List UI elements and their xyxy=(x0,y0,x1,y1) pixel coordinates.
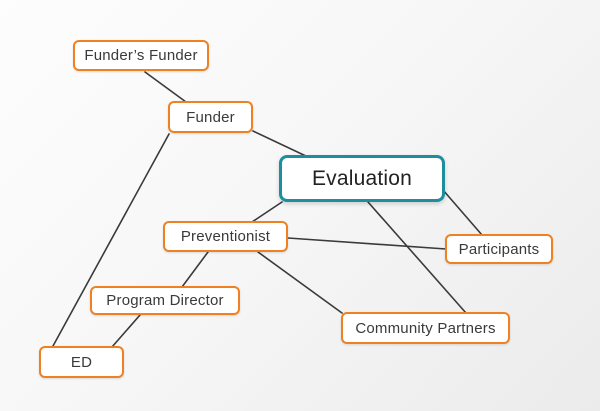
node-funders-funder: Funder’s Funder xyxy=(73,40,209,71)
edge-preventionist-participants xyxy=(287,237,447,250)
edge-funder-ed xyxy=(52,133,170,347)
node-funders-funder-label: Funder’s Funder xyxy=(84,47,198,64)
edge-preventionist-program-director xyxy=(181,251,209,288)
edge-funders-funder-funder xyxy=(144,71,187,103)
node-preventionist: Preventionist xyxy=(163,221,288,252)
edge-evaluation-community-partners xyxy=(367,201,467,314)
node-program-director: Program Director xyxy=(90,286,240,315)
node-participants: Participants xyxy=(445,234,553,264)
edge-funder-evaluation xyxy=(252,130,309,158)
node-evaluation: Evaluation xyxy=(279,155,445,202)
edge-evaluation-participants xyxy=(442,189,483,236)
edge-program-director-ed xyxy=(111,314,141,348)
node-funder-label: Funder xyxy=(186,108,235,126)
node-preventionist-label: Preventionist xyxy=(180,228,271,245)
node-ed: ED xyxy=(39,346,124,378)
node-community-partners: Community Partners xyxy=(341,312,510,344)
node-evaluation-label: Evaluation xyxy=(311,166,413,190)
node-funder: Funder xyxy=(168,101,253,133)
node-program-director-label: Program Director xyxy=(106,292,224,309)
edge-preventionist-community-partners xyxy=(257,251,343,314)
node-ed-label: ED xyxy=(70,353,93,371)
edge-evaluation-preventionist xyxy=(251,201,283,223)
node-community-partners-label: Community Partners xyxy=(355,319,496,337)
node-participants-label: Participants xyxy=(458,240,540,258)
